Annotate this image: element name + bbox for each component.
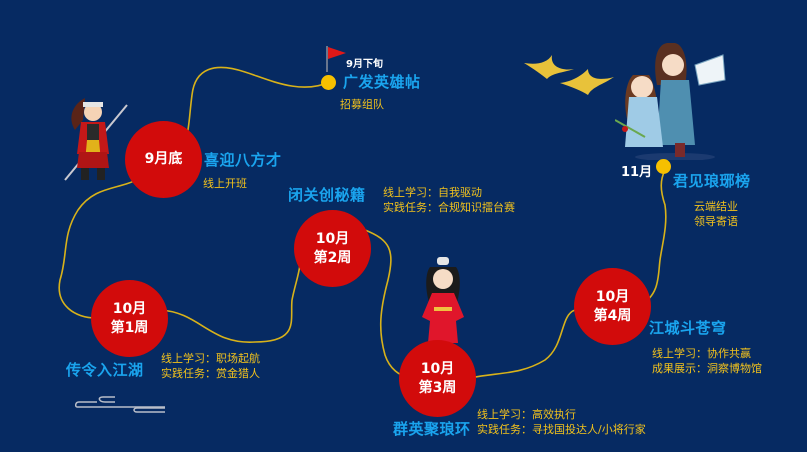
lady-in-red-robe-illustration [418, 255, 468, 343]
kickoff-marker [321, 75, 336, 90]
oct-week3-desc: 线上学习：高效执行 实践任务：寻找国投达人/小将行家 [477, 408, 646, 436]
milestone-node-oct-week1: 10月 第1周 [91, 280, 168, 357]
sept-end-title: 喜迎八方才 [204, 151, 282, 169]
sept-end-desc: 线上开班 [203, 177, 247, 190]
november-title: 君见琅琊榜 [673, 172, 751, 190]
couple-with-fan-illustration [614, 35, 735, 161]
golden-swallows-illustration [522, 45, 622, 105]
milestone-node-oct-week4: 10月 第4周 [574, 268, 651, 345]
november-date: 11月 [621, 165, 653, 180]
oct-week4-desc: 线上学习：协作共赢 成果展示：洞察博物馆 [652, 347, 762, 375]
november-marker [656, 159, 671, 174]
cloud-ornament-illustration [74, 395, 165, 415]
milestone-node-sept-end: 9月底 [125, 121, 202, 198]
kickoff-desc: 招募组队 [340, 98, 384, 111]
milestone-node-oct-week2: 10月 第2周 [294, 210, 371, 287]
november-desc: 云端结业 领导寄语 [694, 200, 738, 228]
oct-week3-title: 群英聚琅环 [393, 420, 471, 438]
red-flag-icon [325, 45, 347, 73]
kickoff-title: 广发英雄帖 [343, 73, 421, 91]
oct-week2-desc: 线上学习：自我驱动 实践任务：合规知识擂台赛 [383, 186, 515, 214]
oct-week1-title: 传令入江湖 [66, 361, 144, 379]
kickoff-date: 9月下旬 [346, 59, 383, 70]
oct-week4-title: 江城斗苍穹 [649, 319, 727, 337]
warrior-with-spear-illustration [55, 90, 135, 185]
oct-week1-desc: 线上学习：职场起航 实践任务：赏金猎人 [161, 352, 260, 380]
milestone-node-oct-week3: 10月 第3周 [399, 340, 476, 417]
oct-week2-title: 闭关创秘籍 [288, 186, 366, 204]
